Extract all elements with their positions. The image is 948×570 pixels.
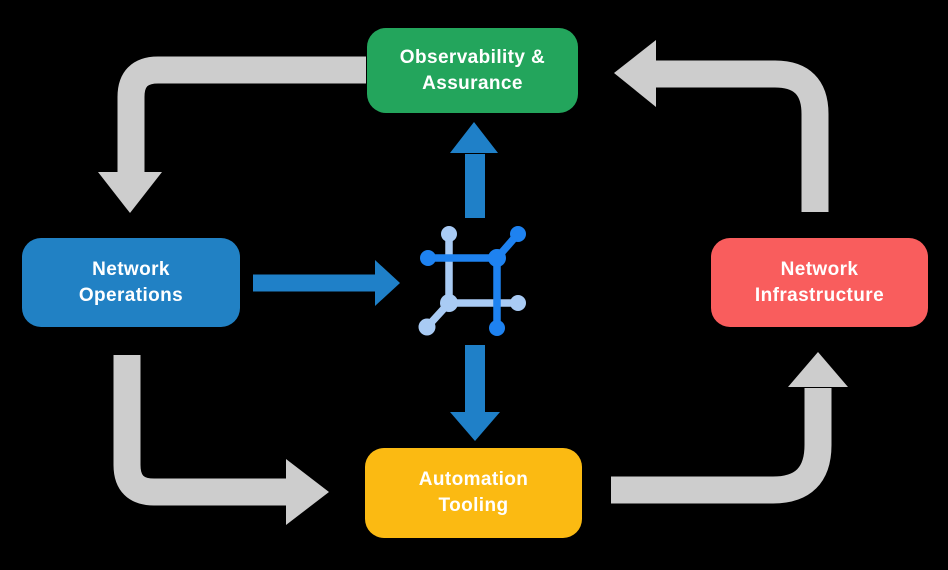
arrow-infrastructure-to-observability — [614, 40, 829, 212]
arrowhead-up-icon — [788, 352, 848, 387]
arrow-center-to-automation — [450, 345, 500, 441]
arrow-observability-to-operations — [98, 56, 366, 213]
icon-corner-bottom-left — [440, 294, 458, 312]
arrow-operations-to-automation — [113, 355, 329, 525]
node-label: Network Operations — [78, 258, 184, 306]
node-network-infrastructure: Network Infrastructure — [711, 238, 928, 327]
icon-node-right — [510, 295, 526, 311]
icon-node-bottom — [489, 320, 505, 336]
arrow-center-to-observability — [450, 122, 498, 218]
arrow-shaft — [117, 56, 366, 173]
arrowhead-right-icon — [286, 459, 329, 525]
node-network-operations: Network Operations — [22, 238, 240, 327]
arrowhead-down-icon — [98, 172, 162, 213]
node-label: Observability & Assurance — [399, 46, 546, 94]
arrow-shaft — [611, 388, 832, 504]
icon-node-left — [420, 250, 436, 266]
arrowhead-right-icon — [375, 260, 400, 306]
node-automation-tooling: Automation Tooling — [365, 448, 582, 538]
node-observability-assurance: Observability & Assurance — [367, 28, 578, 113]
arrow-automation-to-infrastructure — [611, 352, 848, 504]
arrowhead-left-icon — [614, 40, 656, 107]
arrow-shaft — [113, 355, 287, 506]
icon-node-top — [441, 226, 457, 242]
arrowhead-up-icon — [450, 122, 498, 153]
node-label: Automation Tooling — [418, 469, 529, 516]
icon-node-bottom-left — [418, 318, 436, 336]
arrow-operations-to-center — [253, 260, 400, 306]
icon-node-top-right — [510, 226, 526, 242]
arrowhead-down-icon — [450, 412, 500, 441]
icon-corner-top-right — [488, 249, 506, 267]
network-automation-icon — [418, 226, 526, 336]
node-label: Network Infrastructure — [754, 258, 885, 306]
arrow-shaft — [655, 60, 829, 212]
